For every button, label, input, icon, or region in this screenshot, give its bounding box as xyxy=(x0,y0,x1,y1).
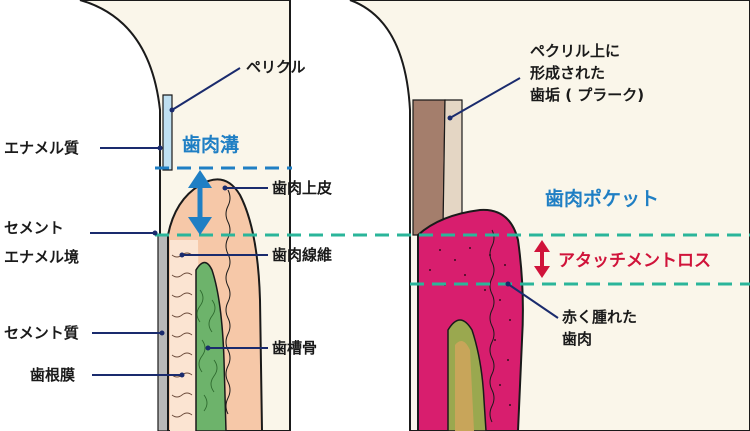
diseased-pellicle-layer xyxy=(442,99,463,232)
label-plaque-line3: 歯垢 ( プラーク) xyxy=(530,86,644,104)
label-swollen-line1: 赤く腫れた xyxy=(562,308,637,326)
label-gingival-sulcus: 歯肉溝 xyxy=(182,133,239,156)
label-cej-line2: エナメル境 xyxy=(4,248,79,266)
label-periodontal-ligament: 歯根膜 xyxy=(30,366,75,384)
alveolar-bone xyxy=(195,261,227,431)
leader-dots xyxy=(152,107,511,378)
label-gingival-fibers: 歯肉線維 xyxy=(272,246,332,264)
label-cej-line1: セメント xyxy=(4,219,64,237)
fiber-strokes xyxy=(171,252,193,418)
attachment-loss-arrow-icon xyxy=(534,240,550,278)
diseased-tooth-illustration xyxy=(349,0,750,431)
label-plaque-line2: 形成された xyxy=(530,64,605,82)
label-gingival-epithelium: 歯肉上皮 xyxy=(272,179,332,197)
gingival-fibers-region xyxy=(170,240,200,431)
double-arrow-icon xyxy=(188,170,212,235)
label-alveolar-bone: 歯槽骨 xyxy=(272,339,317,357)
label-attachment-loss: アタッチメントロス xyxy=(558,251,711,271)
healthy-tooth-illustration xyxy=(79,0,291,431)
gum-wavy-line xyxy=(225,189,231,415)
label-cementum: セメント質 xyxy=(4,324,79,342)
label-pellicle: ペリクル xyxy=(246,58,306,76)
inflamed-gum xyxy=(417,208,524,431)
receded-bone-inner xyxy=(455,341,474,431)
leader-lines xyxy=(90,67,559,376)
label-swollen-line2: 歯肉 xyxy=(562,330,592,348)
label-periodontal-pocket: 歯肉ポケット xyxy=(545,187,659,210)
plaque-layer xyxy=(412,99,446,236)
label-enamel: エナメル質 xyxy=(4,139,79,157)
inflamed-wavy-line xyxy=(489,229,495,423)
bone-texture xyxy=(196,289,218,412)
pellicle-layer xyxy=(162,94,173,171)
label-plaque-line1: ペクリル上に xyxy=(530,42,620,60)
